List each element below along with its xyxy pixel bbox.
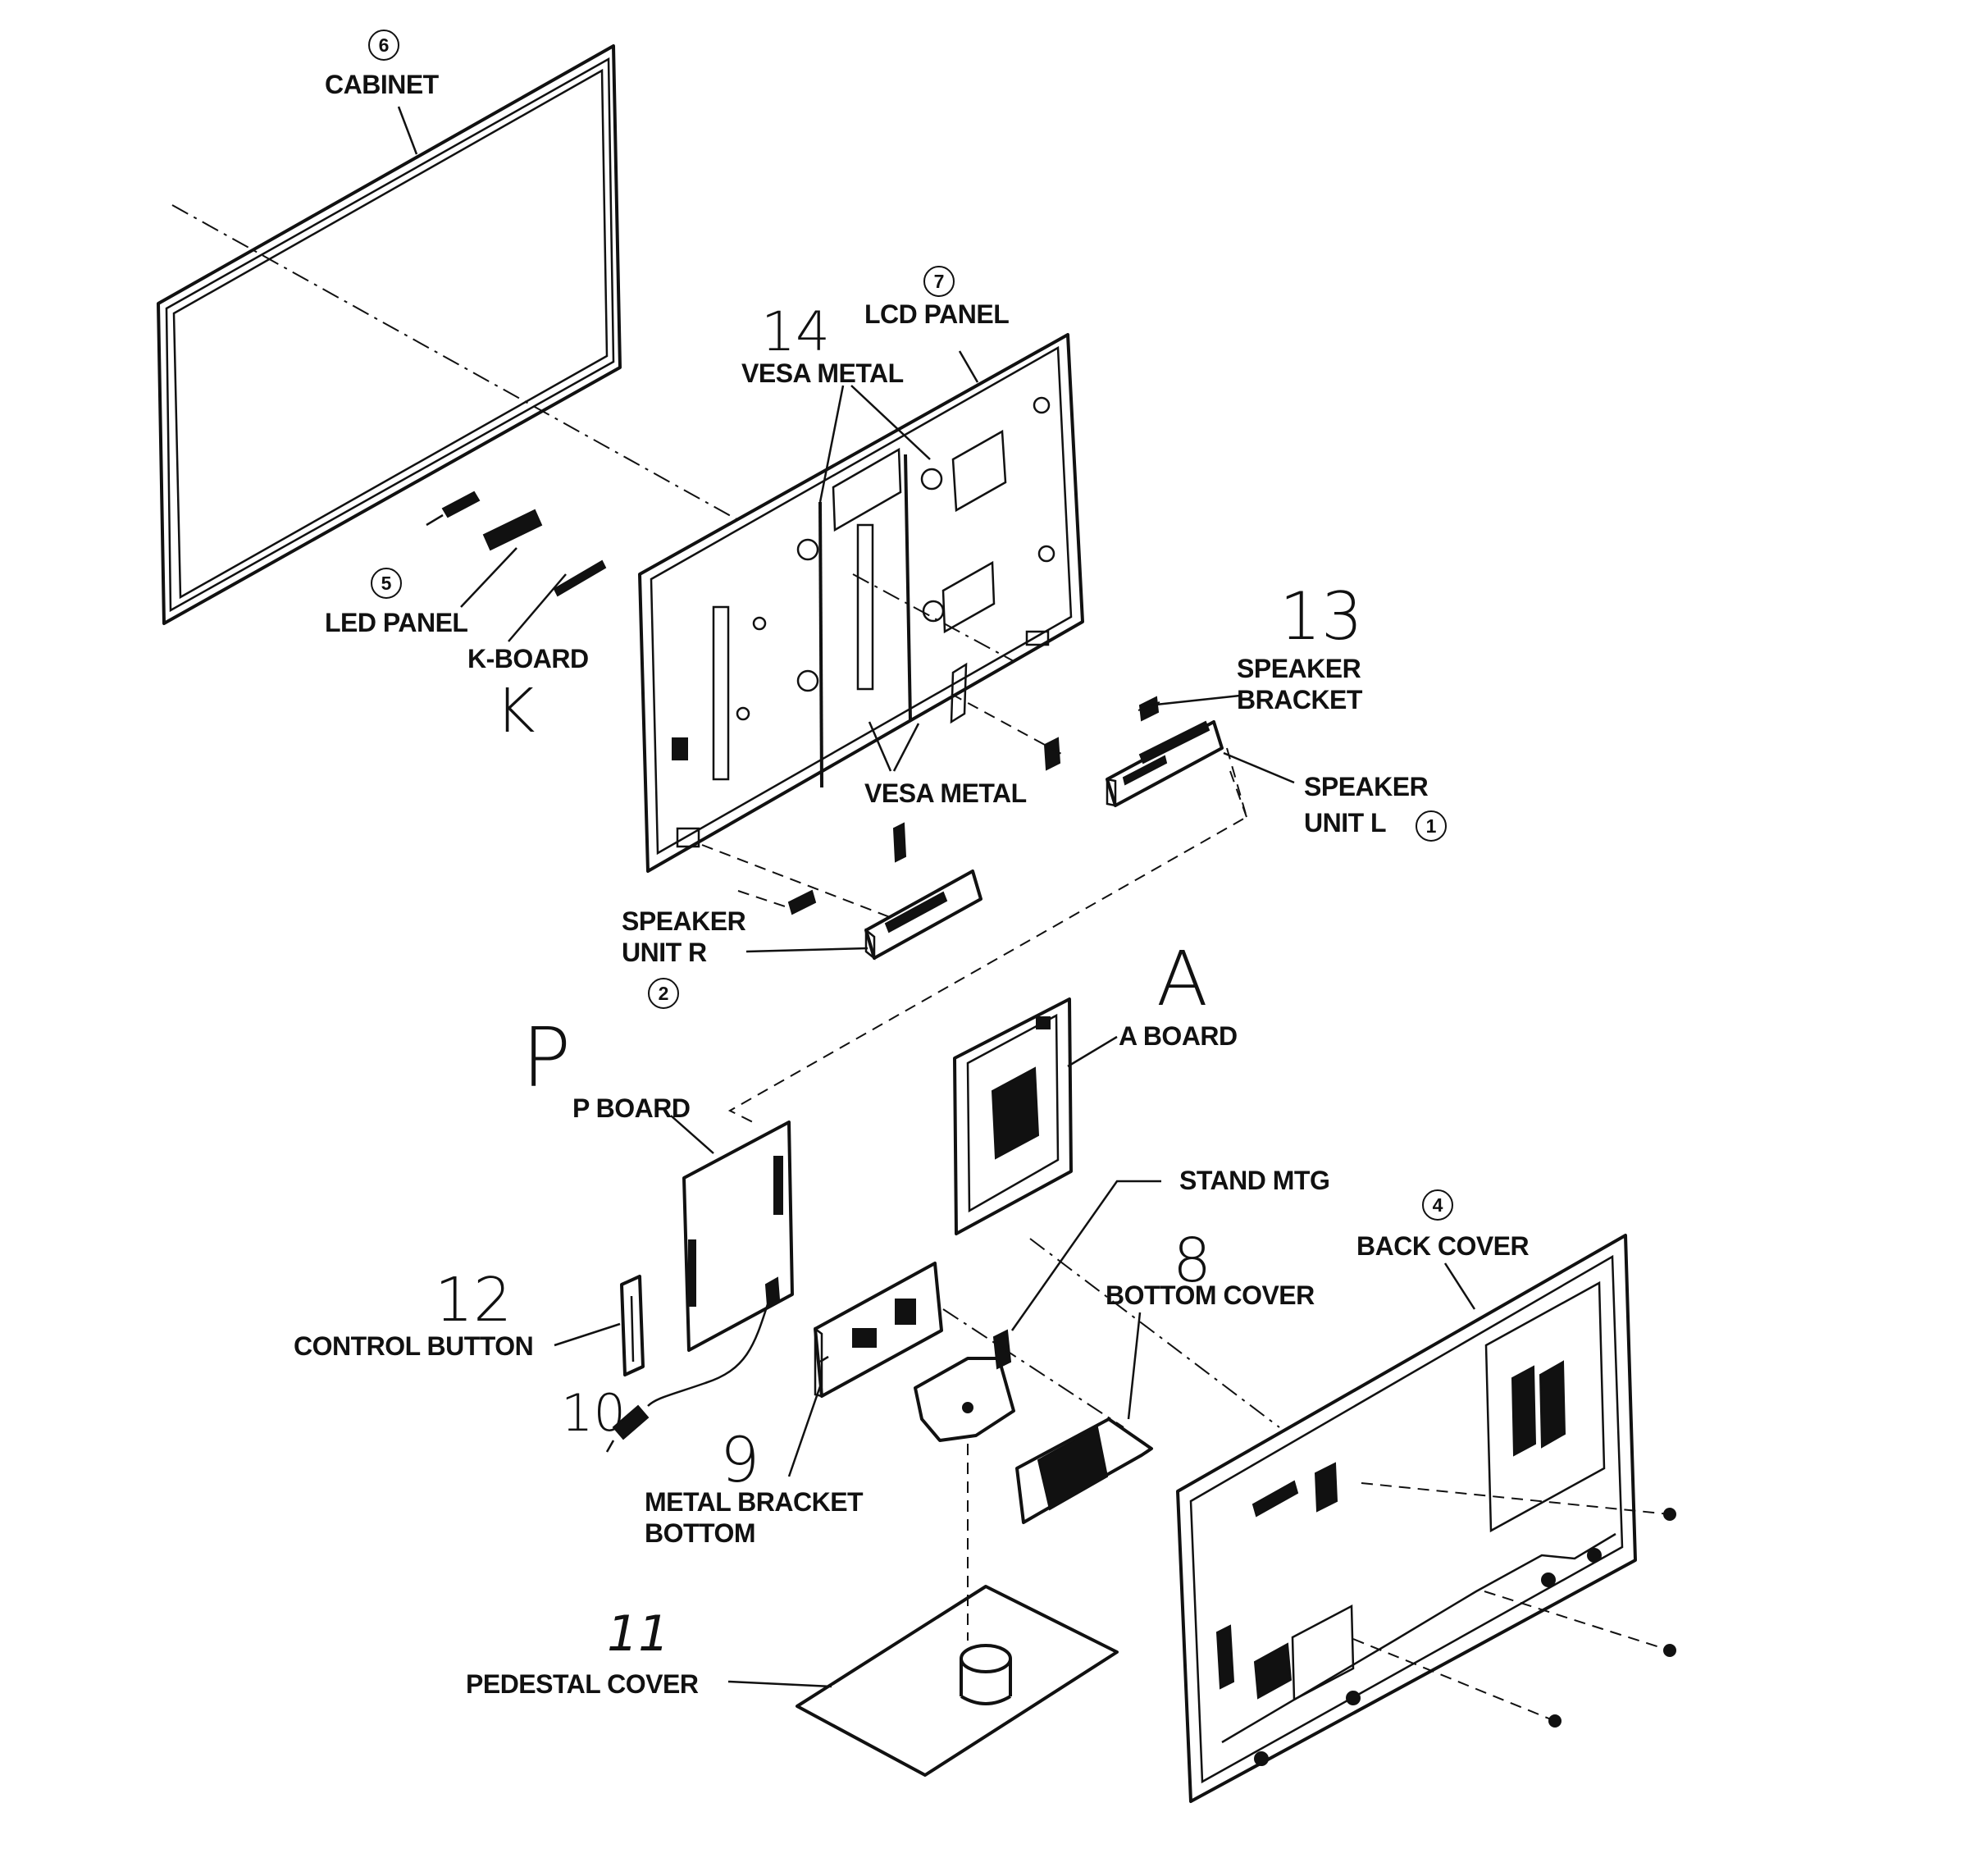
led-panel-part	[426, 491, 543, 551]
p-board-part	[682, 1121, 794, 1352]
bottom-cover-part	[1015, 1417, 1153, 1524]
speaker-unit-r-part	[787, 822, 983, 961]
screw-parts	[1548, 1508, 1676, 1728]
lcd-panel-part	[638, 333, 1084, 873]
leader-lines	[397, 106, 1476, 1688]
power-cord-part	[605, 1303, 769, 1453]
cabinet-part	[157, 44, 622, 625]
a-board-part	[953, 997, 1073, 1235]
pedestal-cover-part	[796, 1585, 1119, 1777]
metal-bracket-bottom-part	[814, 1262, 943, 1398]
speaker-bracket-part	[1043, 696, 1160, 771]
control-button-part	[620, 1275, 645, 1376]
stand-mtg-part	[914, 1329, 1015, 1442]
speaker-unit-l-part	[1106, 720, 1224, 807]
assembly-lines	[171, 204, 1671, 1722]
k-board-part	[553, 559, 607, 597]
back-cover-part	[1176, 1234, 1637, 1803]
